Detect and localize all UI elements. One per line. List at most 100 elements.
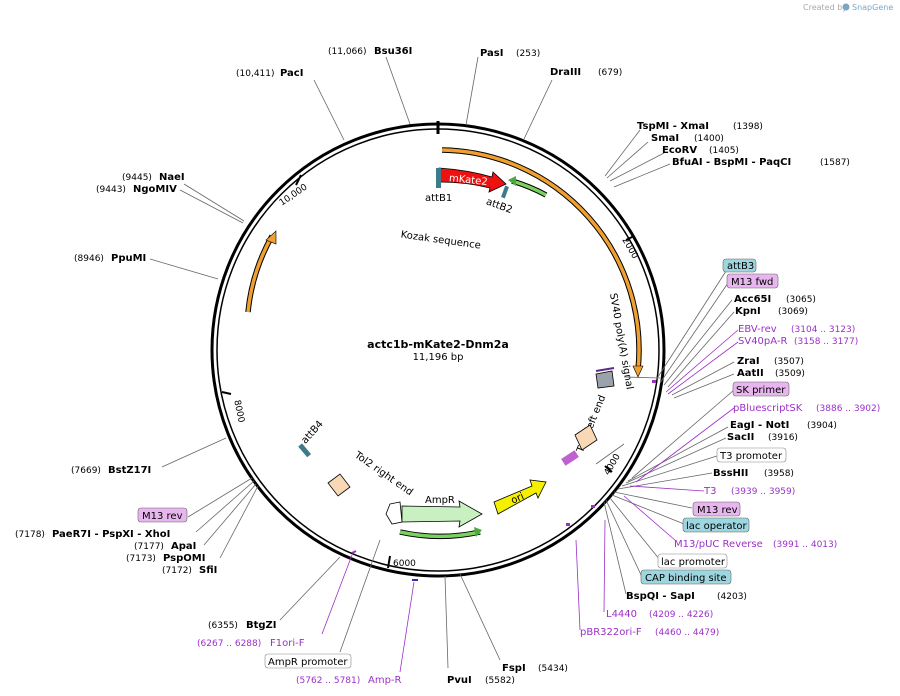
green-arc-bottom bbox=[399, 530, 481, 539]
primer-ebv-rev[interactable]: EBV-rev bbox=[738, 324, 777, 335]
site-pos-smai: (1400) bbox=[694, 134, 724, 144]
site-pasi[interactable]: PasI bbox=[480, 48, 503, 59]
site-pos-paer7i: (7178) bbox=[15, 530, 45, 540]
attb3-label: attB3 bbox=[727, 261, 754, 272]
ampr-promoter-arrow bbox=[385, 501, 403, 525]
ori-feature[interactable] bbox=[493, 479, 547, 515]
primer-sv40pa-r[interactable]: SV40pA-R bbox=[738, 336, 787, 347]
primer-tick-l4440 bbox=[591, 505, 595, 508]
sk-primer-label: SK primer bbox=[736, 385, 786, 396]
site-draiii[interactable]: DraIII bbox=[550, 67, 581, 78]
site-paci[interactable]: PacI bbox=[280, 68, 303, 79]
primer-t3[interactable]: T3 bbox=[703, 486, 716, 497]
site-paer7i[interactable]: PaeR7I - PspXI - XhoI bbox=[52, 529, 170, 540]
tick-mark-6000 bbox=[387, 555, 391, 569]
plasmid-name: actc1b-mKate2-Dnm2a bbox=[367, 338, 509, 351]
site-pos-bsshii: (3958) bbox=[764, 469, 794, 479]
site-pvui[interactable]: PvuI bbox=[447, 675, 472, 686]
lac-promoter-box[interactable] bbox=[657, 553, 728, 569]
credit-brand: SnapGene bbox=[852, 3, 893, 12]
cap-binding-box[interactable] bbox=[640, 569, 732, 585]
m13-fwd-box[interactable] bbox=[726, 273, 779, 289]
site-pos-kpni: (3069) bbox=[778, 307, 808, 317]
site-pos-zrai: (3507) bbox=[774, 357, 804, 367]
site-pos-draiii: (679) bbox=[598, 68, 622, 78]
primer-l4440[interactable]: L4440 bbox=[606, 609, 637, 620]
lac-operator-box[interactable] bbox=[682, 517, 750, 533]
primer-pos-m13puc: (3991 .. 4013) bbox=[773, 540, 837, 550]
ampr-promoter-box[interactable] bbox=[264, 653, 352, 669]
site-pos-ngomiv: (9443) bbox=[96, 185, 126, 195]
sv40-block bbox=[595, 370, 615, 389]
green-arc-top-head bbox=[508, 176, 516, 186]
site-sacii[interactable]: SacII bbox=[727, 432, 754, 443]
right-leaders bbox=[595, 267, 735, 595]
site-acc65i[interactable]: Acc65I bbox=[734, 294, 771, 305]
primer-pos-l4440: (4209 .. 4226) bbox=[649, 610, 713, 620]
site-bsshii[interactable]: BssHII bbox=[713, 468, 748, 479]
m13-rev-left-label: M13 rev bbox=[142, 511, 183, 522]
site-fspi[interactable]: FspI bbox=[502, 663, 526, 674]
bottom-left-leaders bbox=[321, 539, 501, 673]
site-apai[interactable]: ApaI bbox=[171, 541, 196, 552]
site-btgzi[interactable]: BtgZI bbox=[246, 620, 277, 631]
site-pos-btgzi: (6355) bbox=[208, 621, 238, 631]
primer-tick-ebv bbox=[652, 380, 656, 383]
t3-promoter-box[interactable] bbox=[716, 447, 787, 463]
site-smai[interactable]: SmaI bbox=[651, 133, 679, 144]
site-bsu36i[interactable]: Bsu36I bbox=[374, 46, 412, 57]
tick-mark-8000 bbox=[221, 391, 232, 395]
primer-f1ori-f[interactable]: F1ori-F bbox=[270, 638, 305, 649]
orange-arc-left-head bbox=[265, 230, 277, 245]
primer-amp-r[interactable]: Amp-R bbox=[368, 675, 402, 686]
site-bstz17i[interactable]: BstZ17I bbox=[108, 465, 151, 476]
ampr-label: AmpR bbox=[425, 495, 455, 506]
attb4-marker bbox=[298, 443, 312, 458]
primer-pos-pbluescript: (3886 .. 3902) bbox=[816, 404, 880, 414]
site-ngomiv[interactable]: NgoMIV bbox=[133, 184, 177, 195]
primer-m13-puc-reverse[interactable]: M13/pUC Reverse bbox=[674, 539, 763, 550]
attb2-label: attB2 bbox=[484, 196, 513, 216]
attb2-marker bbox=[501, 185, 509, 199]
snapgene-logo-icon bbox=[842, 3, 850, 11]
m13-rev-right-box[interactable] bbox=[692, 501, 741, 517]
site-aatii[interactable]: AatII bbox=[737, 368, 764, 379]
site-pspomi[interactable]: PspOMI bbox=[163, 553, 205, 564]
site-zrai[interactable]: ZraI bbox=[737, 356, 760, 367]
attb3-box[interactable] bbox=[722, 258, 757, 273]
site-bspqi-sapi[interactable]: BspQI - SapI bbox=[626, 591, 695, 602]
site-pos-sfii: (7172) bbox=[162, 566, 192, 576]
site-sfii[interactable]: SfiI bbox=[199, 565, 217, 576]
ori-label: ori bbox=[509, 491, 525, 506]
m13-rev-left-box[interactable] bbox=[137, 507, 188, 523]
mkate2-feature[interactable] bbox=[438, 167, 507, 193]
mkate2-label: mKate2 bbox=[448, 173, 488, 188]
lac-operator-label: lac operator bbox=[686, 521, 747, 532]
site-eagi-noti[interactable]: EagI - NotI bbox=[730, 420, 789, 431]
site-tspmi-xmai[interactable]: TspMI - XmaI bbox=[637, 121, 709, 132]
attb1-label: attB1 bbox=[425, 193, 452, 204]
t3-promoter-label: T3 promoter bbox=[719, 451, 783, 462]
ampr-feature[interactable] bbox=[401, 500, 483, 528]
sv40-primer-mark bbox=[595, 367, 615, 372]
site-kpni[interactable]: KpnI bbox=[735, 306, 761, 317]
top-leaders bbox=[313, 56, 671, 188]
site-bfuai[interactable]: BfuAI - BspMI - PaqCI bbox=[672, 157, 791, 168]
primer-pos-t3: (3939 .. 3959) bbox=[731, 487, 795, 497]
site-pos-paci: (10,411) bbox=[236, 69, 275, 79]
primer-pos-ebv: (3104 .. 3123) bbox=[791, 325, 855, 335]
site-naei[interactable]: NaeI bbox=[159, 172, 185, 183]
sk-primer-box[interactable] bbox=[732, 381, 790, 397]
primer-pos-ampr: (5762 .. 5781) bbox=[296, 676, 360, 686]
site-pos-bspqi: (4203) bbox=[717, 592, 747, 602]
site-pos-sacii: (3916) bbox=[768, 433, 798, 443]
primer-pbluescriptsk[interactable]: pBluescriptSK bbox=[733, 403, 803, 414]
orange-arc-left-outline bbox=[245, 234, 275, 313]
site-ecorv[interactable]: EcoRV bbox=[662, 145, 697, 156]
site-pos-pvui: (5582) bbox=[485, 676, 515, 686]
ampr-promoter-label: AmpR promoter bbox=[268, 657, 348, 668]
primer-pbr322ori-f[interactable]: pBR322ori-F bbox=[580, 627, 642, 638]
site-pos-bstz17i: (7669) bbox=[71, 466, 101, 476]
site-ppumi[interactable]: PpuMI bbox=[111, 253, 146, 264]
